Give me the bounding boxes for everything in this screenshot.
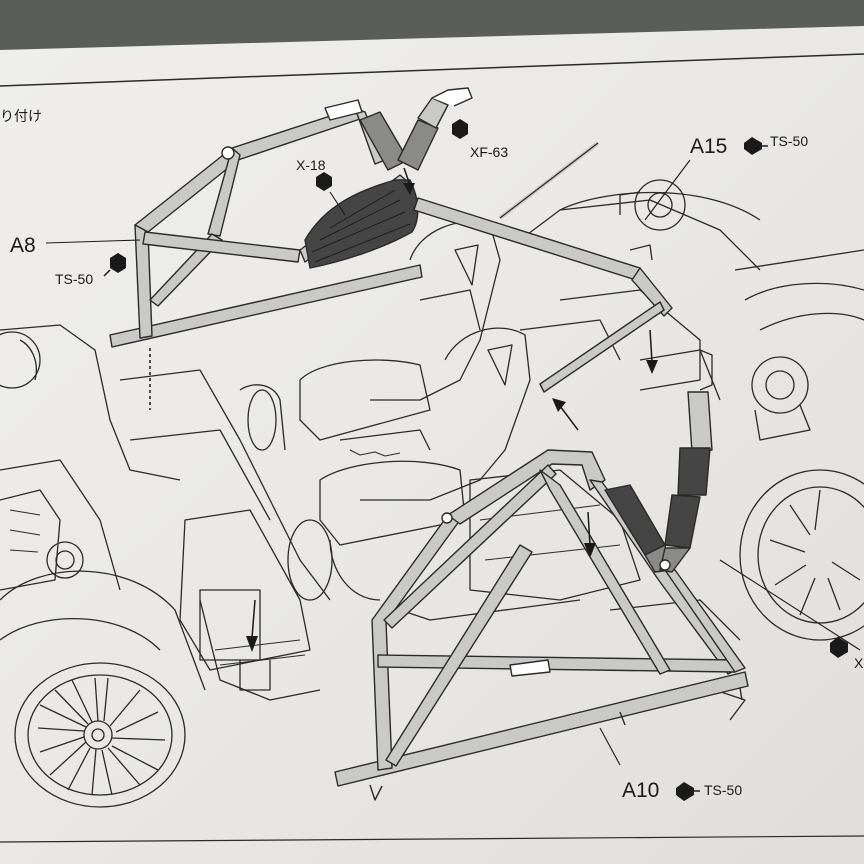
bar-a15 (413, 141, 673, 393)
part-label-a15: A15 (690, 135, 727, 158)
arrow-a15-left (552, 398, 579, 431)
callout-x-right: X (830, 637, 864, 671)
footer-rule (0, 835, 864, 843)
paint-label-x-cut: X (854, 655, 864, 671)
hex-screw-icon (316, 172, 332, 191)
paint-label-ts50-a15: TS-50 (770, 133, 808, 149)
leader-lines (45, 159, 861, 766)
arrow-net-mount (403, 167, 415, 195)
hex-screw-icon (830, 637, 848, 658)
hex-screw-icon (452, 119, 468, 139)
callout-x18: X-18 (296, 157, 332, 191)
section-title: り付け (0, 109, 42, 125)
seat-front (287, 327, 531, 601)
chassis-drawing (0, 179, 864, 808)
roll-cage-a10 (334, 391, 749, 801)
arrow-a15-right (646, 329, 658, 374)
callout-xf63: XF-63 (452, 119, 508, 160)
hex-screw-icon (110, 253, 126, 273)
part-label-a10: A10 (622, 779, 659, 802)
paint-label-x18: X-18 (296, 157, 326, 173)
paint-label-ts50-left: TS-50 (55, 271, 93, 287)
paint-label-xf63: XF-63 (470, 144, 508, 160)
part-label-a8: A8 (10, 234, 36, 257)
callout-a15: A15 TS-50 (690, 133, 808, 158)
front-left-wheel (14, 662, 186, 808)
header-rule (0, 53, 864, 87)
hex-screw-icon (744, 137, 762, 155)
rear-right-wheel (739, 469, 864, 641)
paint-label-ts50-a10: TS-50 (704, 782, 742, 798)
roll-cage-a8 (109, 87, 473, 348)
callout-a10: A10 TS-50 (622, 779, 742, 802)
arrow-a10-left (246, 599, 258, 652)
callout-ts50-left: TS-50 (55, 253, 126, 287)
hex-screw-icon (676, 782, 694, 801)
assembly-arrows (149, 167, 658, 652)
arrow-a10-center (584, 511, 596, 558)
callout-a8: A8 (10, 234, 36, 257)
